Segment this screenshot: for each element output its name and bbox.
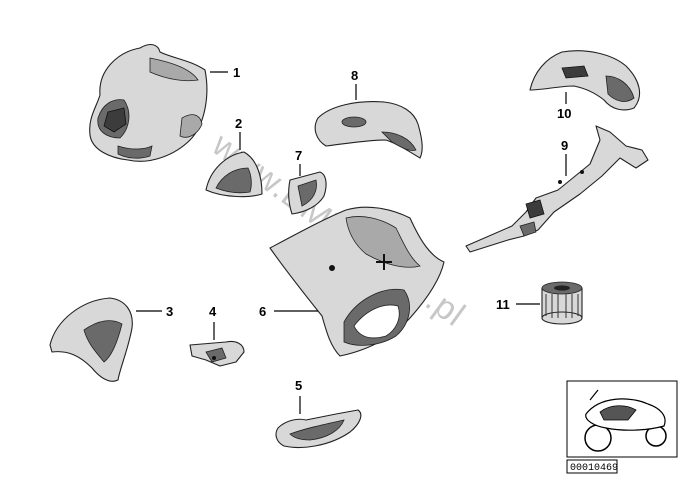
part-4-bracket[interactable] bbox=[189, 340, 245, 367]
callout-10[interactable]: 10 bbox=[557, 106, 571, 121]
callout-6[interactable]: 6 bbox=[259, 304, 266, 319]
part-9-subframe[interactable] bbox=[465, 125, 649, 253]
reference-id: 00010469 bbox=[570, 463, 618, 474]
callout-3[interactable]: 3 bbox=[166, 304, 173, 319]
callout-2[interactable]: 2 bbox=[235, 116, 242, 131]
callout-5[interactable]: 5 bbox=[295, 378, 302, 393]
part-7-panel[interactable] bbox=[288, 171, 327, 215]
reference-thumbnail[interactable]: 00010469 bbox=[566, 380, 678, 474]
callout-1[interactable]: 1 bbox=[233, 65, 240, 80]
part-6-side-fairing[interactable] bbox=[269, 206, 445, 357]
part-11-oil-filter[interactable] bbox=[541, 281, 583, 325]
part-5-belly-pan[interactable] bbox=[275, 409, 362, 449]
callout-11[interactable]: 11 bbox=[496, 297, 510, 312]
callout-8[interactable]: 8 bbox=[351, 68, 358, 83]
callout-9[interactable]: 9 bbox=[561, 138, 568, 153]
callout-7[interactable]: 7 bbox=[295, 148, 302, 163]
part-1-front-fairing[interactable] bbox=[89, 43, 208, 162]
motorcycle-icon bbox=[584, 389, 667, 452]
part-8-tank-cover[interactable] bbox=[314, 101, 423, 159]
part-3-front-mudguard[interactable] bbox=[49, 297, 133, 382]
part-2-cover[interactable] bbox=[205, 151, 263, 198]
callout-4[interactable]: 4 bbox=[209, 304, 217, 319]
part-10-tail-fairing[interactable] bbox=[529, 50, 641, 111]
